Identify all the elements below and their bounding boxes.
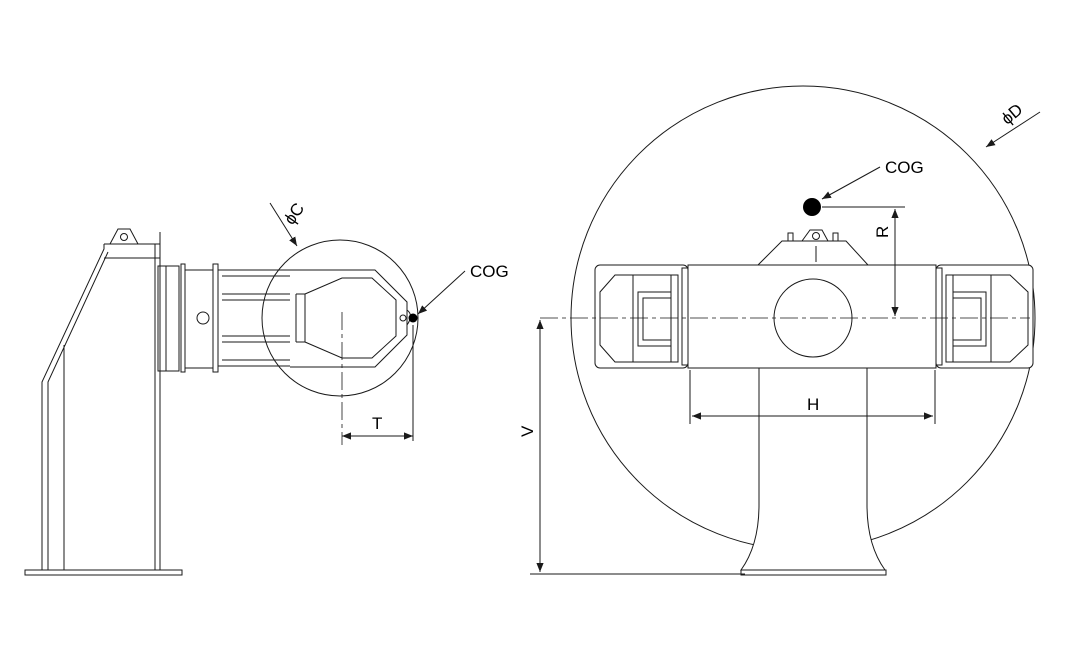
cog-callout-right: COG	[803, 158, 924, 216]
base-plate-left	[24, 569, 183, 576]
dimension-h-label: H	[807, 395, 819, 414]
cog-callout-left: COG	[408, 262, 509, 323]
mounting-flange	[157, 263, 219, 373]
dimension-t-label: T	[372, 414, 382, 433]
side-view: ϕC COG T	[24, 199, 509, 576]
diameter-c-circle	[261, 239, 419, 397]
diameter-d-callout: ϕD	[985, 100, 1041, 148]
diameter-c-label: ϕC	[280, 199, 308, 228]
front-view: ϕD COG R H V	[518, 85, 1041, 576]
cog-marker-right	[803, 198, 821, 216]
pedestal-column	[24, 228, 183, 576]
lifting-lug	[109, 228, 139, 245]
light-head	[290, 269, 411, 445]
cog-label-left: COG	[470, 262, 509, 281]
yoke-arm	[687, 229, 937, 369]
dimension-t: T	[342, 325, 414, 441]
cog-marker-left	[408, 313, 418, 323]
light-head-right	[935, 264, 1034, 369]
diameter-d-label: ϕD	[998, 100, 1027, 129]
dimension-v-label: V	[518, 425, 537, 437]
top-bracket	[756, 240, 870, 266]
cog-label-right: COG	[885, 158, 924, 177]
dimension-v: V	[518, 320, 745, 575]
diameter-c-callout: ϕC	[269, 199, 308, 247]
dimension-h: H	[689, 370, 936, 424]
housing-body	[218, 269, 290, 367]
base-plate-right	[740, 569, 887, 576]
dimension-r: R	[873, 209, 899, 316]
dimension-r-label: R	[873, 226, 892, 238]
light-head-left	[594, 264, 689, 369]
